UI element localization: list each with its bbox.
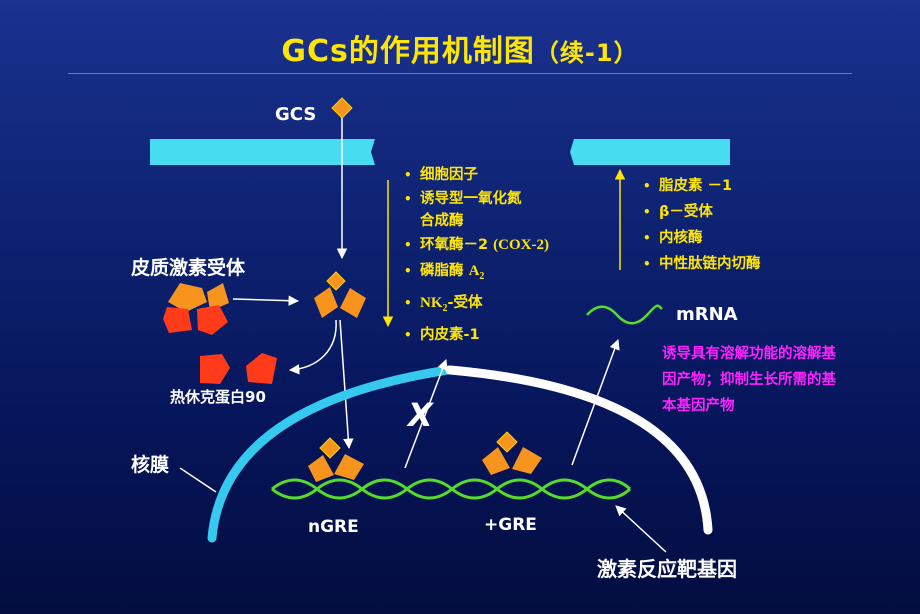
down-item: 诱导型一氧化氮 <box>404 188 549 210</box>
pgre-label: +GRE <box>484 515 537 535</box>
down-item: NK2-受体 <box>404 290 549 322</box>
receptor-on-ngre <box>308 437 364 482</box>
up-item: 内核酶 <box>643 225 761 251</box>
upregulated-list: 脂皮素 －1 β－受体 内核酶 中性肽链内切酶 <box>643 173 761 277</box>
nuclear-membrane-right <box>445 365 713 535</box>
downregulated-list: 细胞因子 诱导型一氧化氮 合成酶 环氧酶－2 (COX-2) 磷脂酶 A2 NK… <box>404 162 549 348</box>
nuclear-membrane-pointer <box>179 467 217 493</box>
down-item: 环氧酶－2 (COX-2) <box>404 232 549 258</box>
title-main: GCs的作用机制图 <box>281 34 535 69</box>
target-gene-label: 激素反应靶基因 <box>597 557 737 581</box>
up-item: 中性肽链内切酶 <box>643 251 761 277</box>
mrna-wave <box>586 304 663 325</box>
up-item: β－受体 <box>643 199 761 225</box>
note-line: 因产物；抑制生长所需的基 <box>662 372 836 388</box>
gene-effect-note: 诱导具有溶解功能的溶解基 因产物；抑制生长所需的基 本基因产物 <box>662 341 836 419</box>
gcs-label: GCS <box>275 104 317 125</box>
receptor-on-pgre <box>482 431 542 475</box>
ngre-transcription-arrow <box>404 359 448 469</box>
dna-helix <box>271 478 632 500</box>
down-item-continuation: 合成酶 <box>420 213 464 229</box>
note-line: 诱导具有溶解功能的溶解基 <box>662 346 836 362</box>
gcs-ligand-diamond <box>331 97 353 119</box>
down-item: 细胞因子 <box>404 162 549 188</box>
cell-membrane-right <box>570 139 730 165</box>
activated-receptor <box>314 271 366 318</box>
cortisol-receptor-label: 皮质激素受体 <box>131 257 246 279</box>
hsp90-released <box>200 353 277 384</box>
note-line: 本基因产物 <box>662 398 735 414</box>
mrna-label: mRNA <box>676 304 738 325</box>
hsp-release-arrow <box>288 319 337 375</box>
ngre-label: nGRE <box>308 517 359 537</box>
blocked-mark: X <box>408 396 433 434</box>
up-item: 脂皮素 －1 <box>643 173 761 199</box>
target-gene-pointer <box>615 505 667 553</box>
receptor-nucleus-arrow <box>339 319 354 450</box>
complex-to-activated-arrow <box>232 295 300 306</box>
cell-membrane-left <box>150 139 375 165</box>
title-divider <box>68 73 852 74</box>
down-item: 磷脂酶 A2 <box>404 258 549 290</box>
title-sub: （续-1） <box>534 39 639 67</box>
hsp90-label: 热休克蛋白90 <box>170 388 266 406</box>
receptor-hsp-complex <box>163 283 229 335</box>
nuclear-membrane-left <box>207 365 453 543</box>
down-item: 内皮素-1 <box>404 322 549 348</box>
nuclear-membrane-label: 核膜 <box>131 454 170 476</box>
page-title: GCs的作用机制图（续-1） <box>0 26 920 70</box>
pgre-transcription-arrow <box>571 339 620 466</box>
